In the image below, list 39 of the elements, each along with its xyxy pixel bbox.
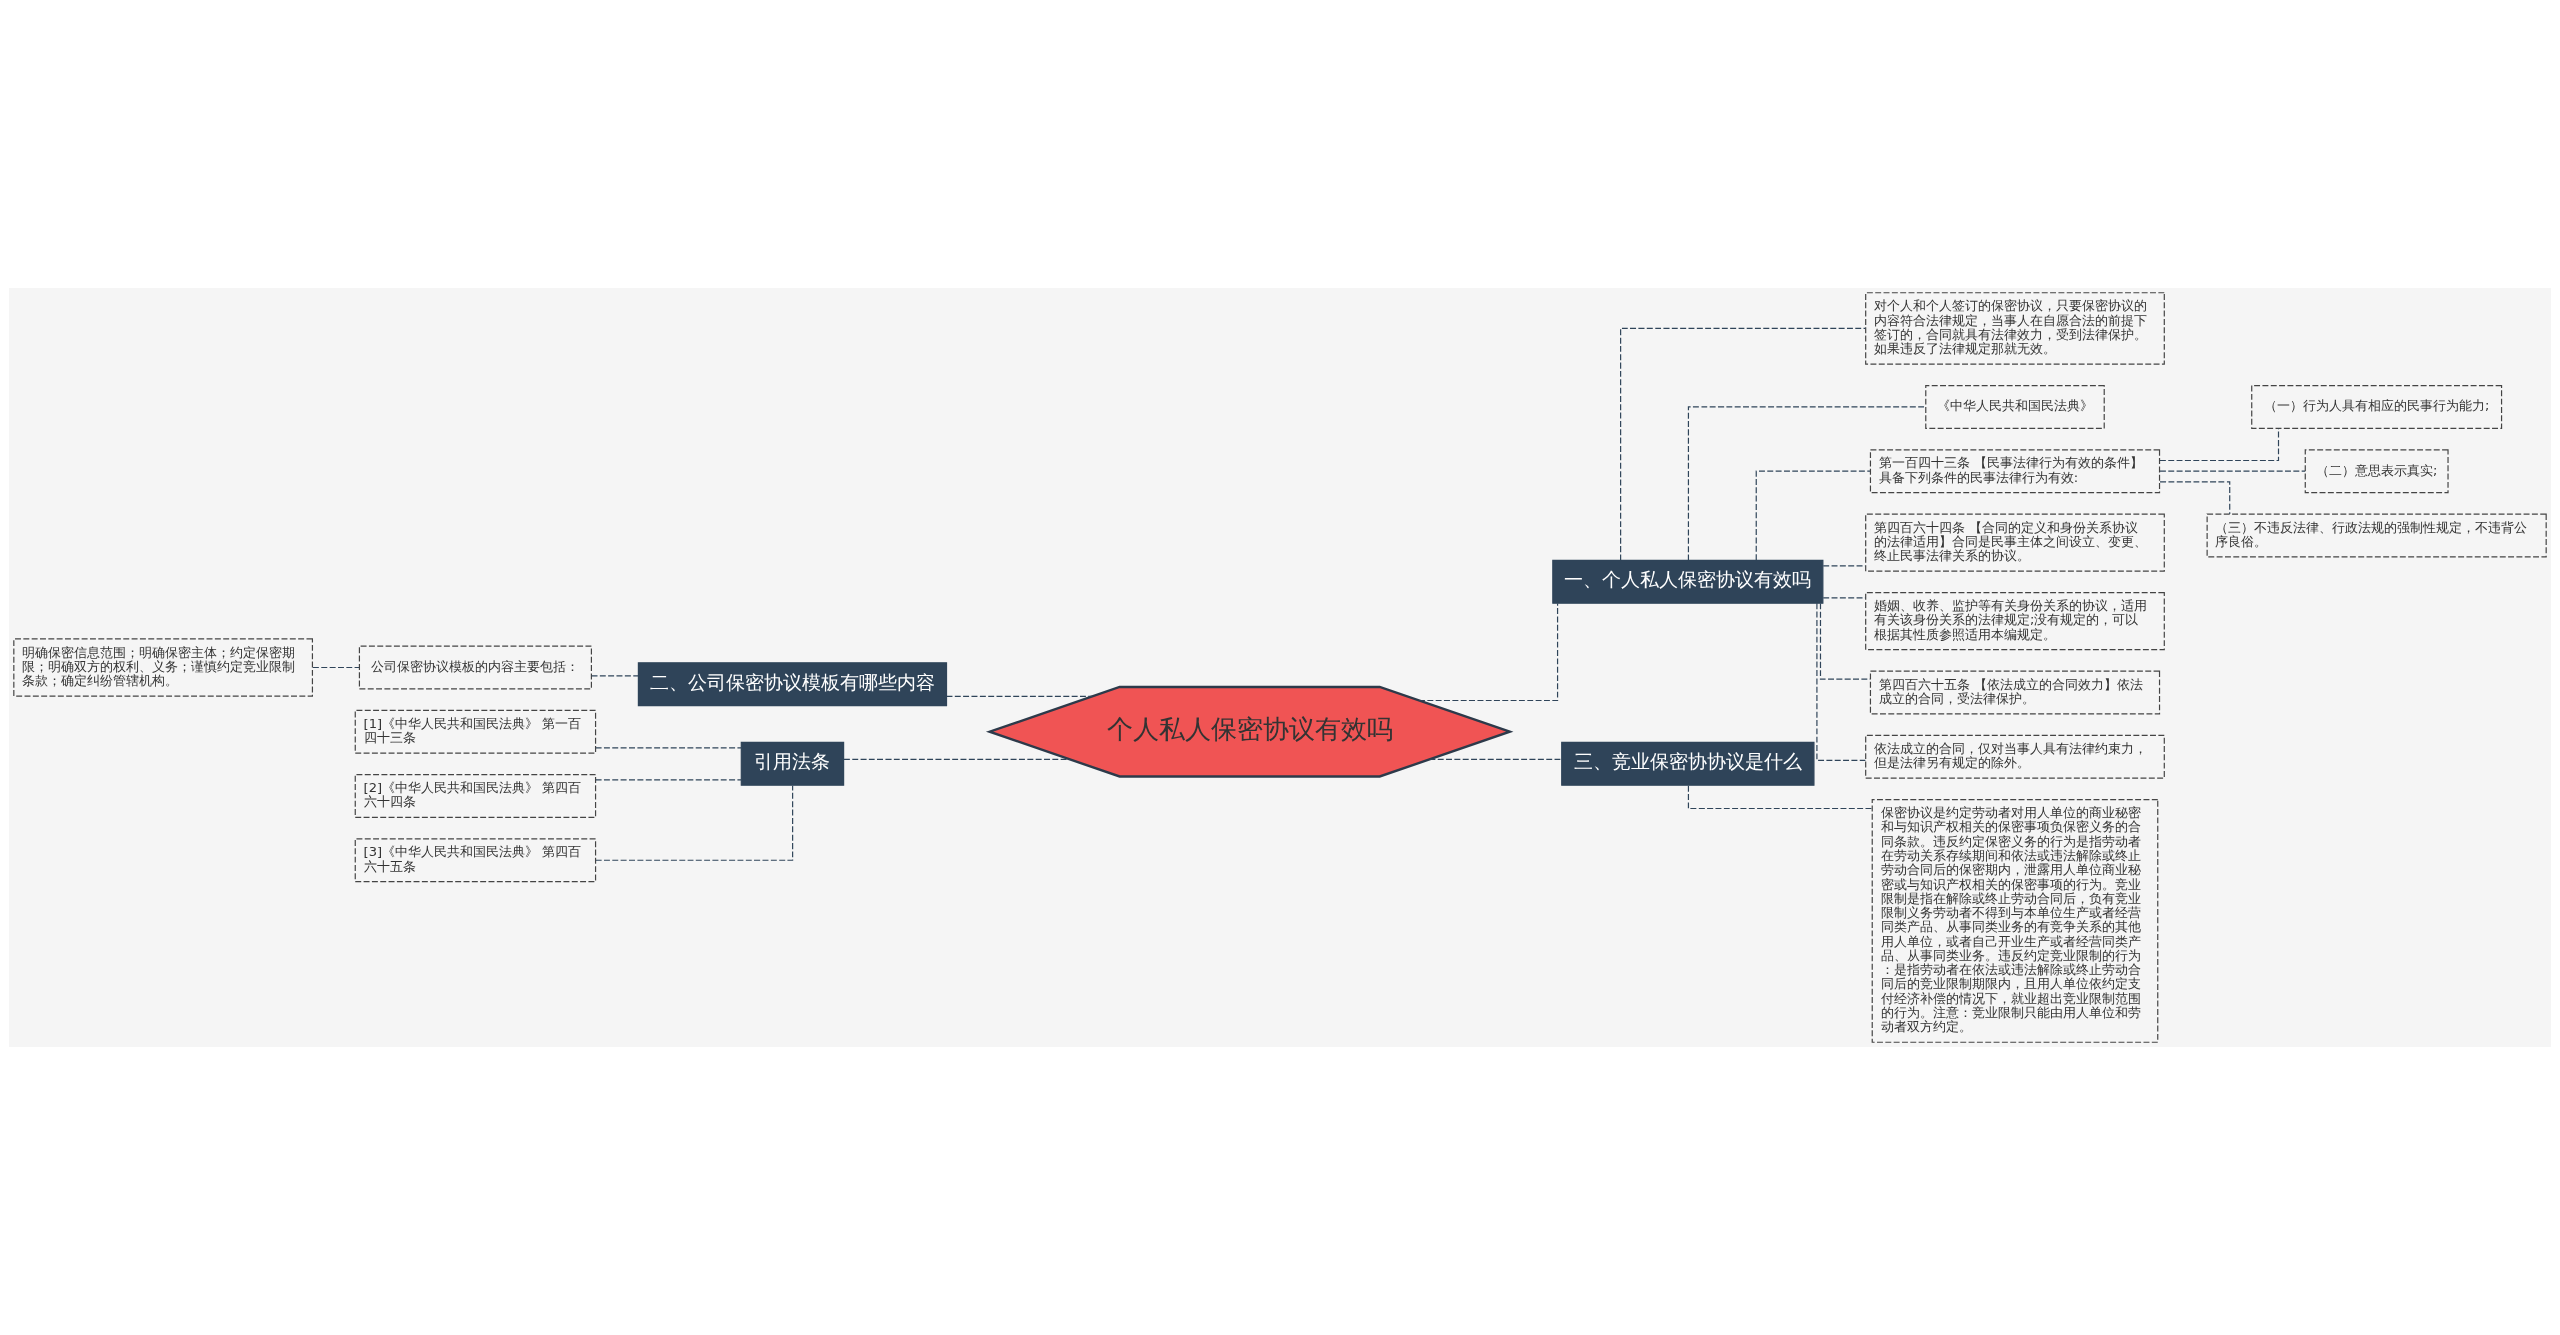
node-box: 依法成立的合同，仅对当事人具有法律约束力，但是法律另有规定的除外。 (1865, 734, 2165, 779)
node-box: [1]《中华人民共和国民法典》 第一百四十三条 (354, 709, 597, 754)
connector (1822, 565, 1866, 567)
connector (595, 747, 742, 749)
connector (2159, 470, 2306, 472)
connector (946, 695, 1093, 697)
connector (2159, 481, 2231, 515)
node-box: 第四百六十四条 【合同的定义和身份关系协议的法律适用】合同是民事主体之间设立、变更、终止民事法律关系的协议。 (1865, 513, 2165, 572)
node-box: （三）不违反法律、行政法规的强制性规定，不违背公序良俗。 (2206, 513, 2547, 558)
connector (2159, 427, 2280, 462)
node-box: 引用法条 (740, 741, 845, 786)
node-box: 一、个人私人保密协议有效吗 (1552, 559, 1824, 604)
connector (1620, 327, 1866, 561)
node-box: （二）意思表示真实; (2304, 449, 2449, 494)
connector (1687, 406, 1927, 561)
node-box: [2]《中华人民共和国民法典》 第四百六十四条 (354, 773, 597, 818)
connector (595, 779, 742, 781)
connector (1755, 470, 1871, 561)
node-box: [3]《中华人民共和国民法典》 第四百六十五条 (354, 838, 597, 883)
node-box: 婚姻、收养、监护等有关身份关系的协议，适用有关该身份关系的法律规定;没有规定的，可以根据其性质参照适用本编规定。 (1865, 591, 2165, 651)
connector (843, 758, 1071, 761)
node-box: 二、公司保密协议模板有哪些内容 (637, 662, 948, 707)
node-box: 明确保密信息范围；明确保密主体；约定保密期限；明确双方的权利、义务；谨慎约定竞业限制条款；确定纠纷管辖机构。 (13, 638, 314, 697)
node-box: 公司保密协议模板的内容主要包括： (358, 645, 592, 690)
node-box: 第四百六十五条 【依法成立的合同效力】依法成立的合同，受法律保护。 (1869, 670, 2161, 715)
connector (591, 675, 639, 677)
connector (1816, 602, 1866, 761)
node-box: （一）行为人具有相应的民事行为能力; (2251, 384, 2503, 429)
node-box: 第一百四十三条 【民事法律行为有效的条件】具备下列条件的民事法律行为有效: (1869, 449, 2161, 494)
connector (595, 785, 794, 861)
node-box: 对个人和个人签订的保密协议，只要保密协议的内容符合法律规定，当事人在自愿合法的前提下签订的，合同就具有法律效力，受到法律保护。如果违反了法律规定那就无效。 (1865, 292, 2165, 365)
node-box: 三、竞业保密协协议是什么 (1561, 741, 1815, 786)
connector (1822, 597, 1866, 599)
node-box: 保密协议是约定劳动者对用人单位的商业秘密和与知识产权相关的保密事项负保密义务的合同条款。违反约定保密义务的行为是指劳动者在劳动关系存续期间和依法或违法解除或终止劳动合同后的保密期内，泄露用人单位商业秘密或与知识产权相关的保密事项的行为。竞业限制是指在解除或终止劳动合同后，负有竞业限制义务劳动者不得到与本单位生产或者经营同类产品、从事同类业务的有竞争关系的其他用人单位，或者自己开业生产或者经营同类产品、从事同类业务。违反约定竞业限制的行为：是指劳动者在依法或违法解除或终止劳动合同后的竞业限制期限内，且用人单位依约定支付经济补偿的情况下，就业超出竞业限制范围的行为。注意：竞业限制只能由用人单位和劳动者双方约定。 (1871, 798, 2159, 1043)
node-box: 《中华人民共和国民法典》 (1925, 384, 2105, 429)
connector (1418, 603, 1559, 702)
connector (1819, 602, 1871, 680)
connector (1428, 758, 1562, 761)
connector (312, 666, 360, 669)
